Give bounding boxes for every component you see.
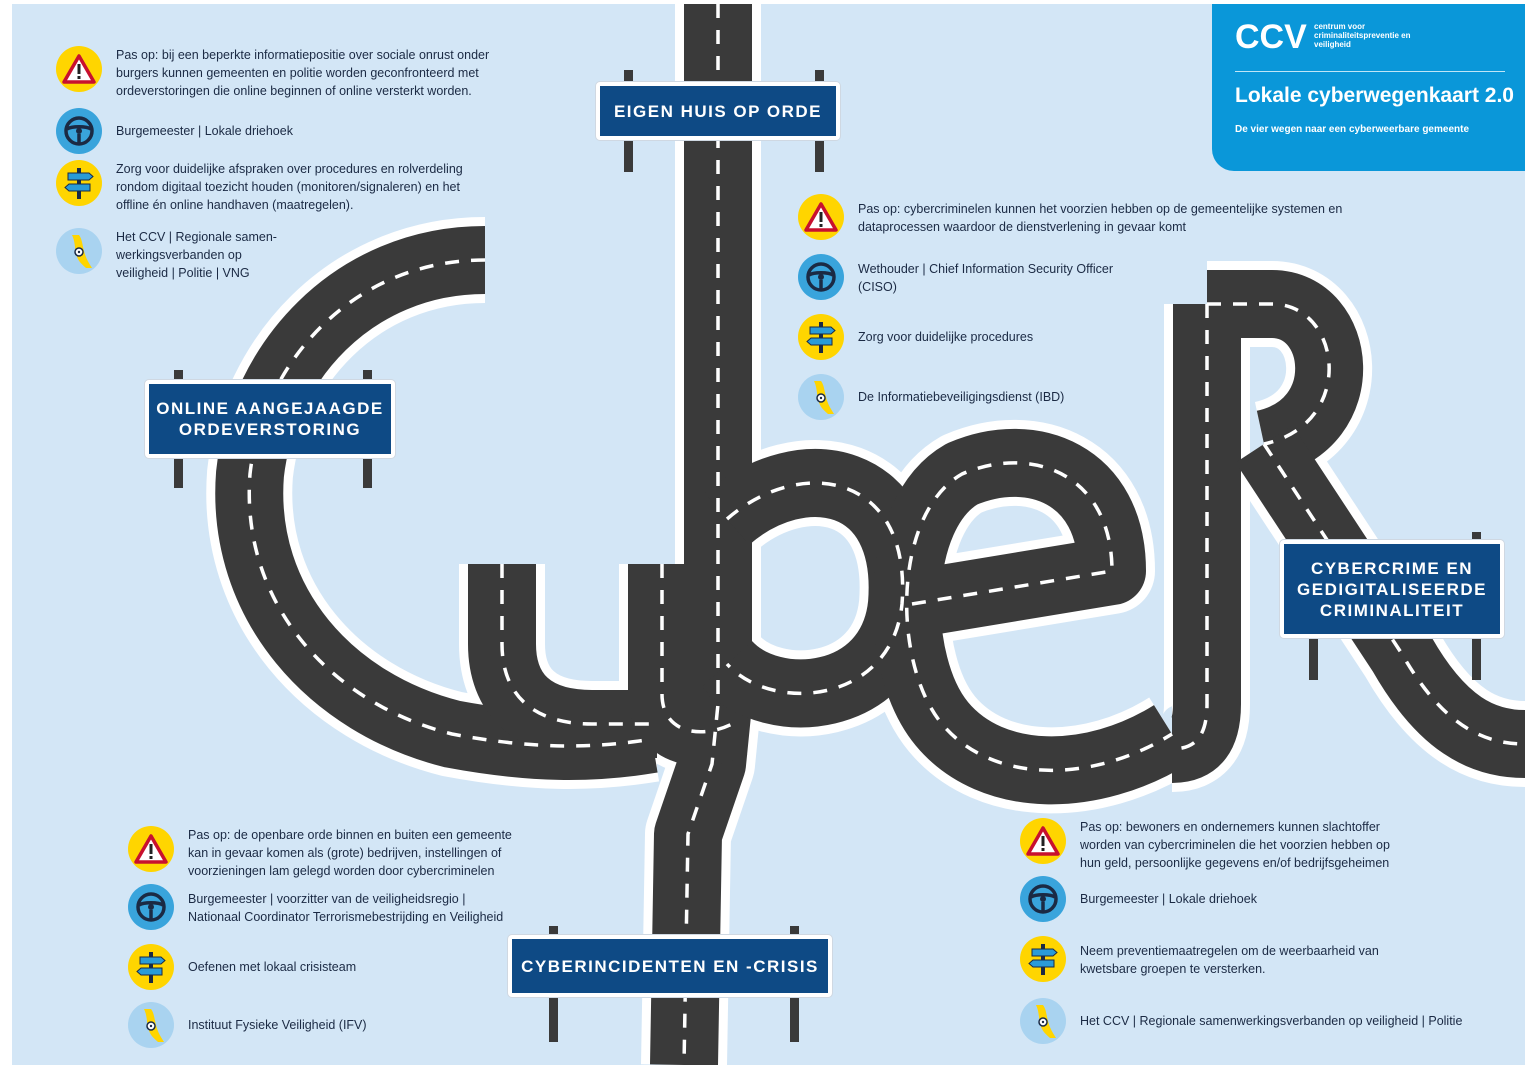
map-pin-icon — [128, 1002, 174, 1048]
steering-wheel-icon — [56, 108, 102, 154]
info-line: ordeverstoringen die online beginnen of … — [116, 84, 472, 98]
info-text: De Informatiebeveiligingsdienst (IBD) — [858, 374, 1064, 406]
info-line: Pas op: cybercriminelen kunnen het voorz… — [858, 202, 1343, 216]
info-text: Burgemeester | Lokale driehoek — [116, 108, 293, 140]
info-line: Pas op: bij een beperkte informatieposit… — [116, 48, 490, 62]
sign-online-ordeverstoring: ONLINE AANGEJAAGDE ORDEVERSTORING — [145, 380, 395, 458]
signpost-icon — [1020, 936, 1066, 982]
page-title: Lokale cyberwegenkaart 2.0 — [1235, 84, 1514, 107]
warning-triangle-icon — [798, 194, 844, 240]
info-line: Burgemeester | Lokale driehoek — [116, 124, 293, 138]
info-row-signpost: Neem preventiemaatregelen om de weerbaar… — [1020, 936, 1379, 982]
info-row-signpost: Zorg voor duidelijke afspraken over proc… — [56, 160, 463, 214]
info-line: Zorg voor duidelijke procedures — [858, 330, 1034, 344]
info-row-signpost: Oefenen met lokaal crisisteam — [128, 944, 356, 990]
info-line: voorzieningen lam gelegd worden door cyb… — [188, 864, 495, 878]
info-line: De Informatiebeveiligingsdienst (IBD) — [858, 390, 1065, 404]
info-line: Oefenen met lokaal crisisteam — [188, 960, 357, 974]
panel-eigen-huis: Pas op: cybercriminelen kunnen het voorz… — [798, 194, 1398, 420]
info-line: kan in gevaar komen als (grote) bedrijve… — [188, 846, 502, 860]
info-line: Zorg voor duidelijke afspraken over proc… — [116, 162, 463, 176]
panel-online-ordeverstoring: Pas op: bij een beperkte informatieposit… — [56, 46, 536, 286]
map-pin-icon — [56, 228, 102, 274]
organisation-name: centrum voor criminaliteitspreventie en … — [1314, 22, 1411, 49]
ccv-logo: CCV — [1235, 18, 1307, 56]
poster: CCV centrum voor criminaliteitspreventie… — [12, 4, 1525, 1065]
info-line: Instituut Fysieke Veiligheid (IFV) — [188, 1018, 367, 1032]
info-text: Pas op: de openbare orde binnen en buite… — [188, 826, 512, 880]
info-text: Neem preventiemaatregelen om de weerbaar… — [1080, 936, 1379, 978]
sign-cybercrime: CYBERCRIME EN GEDIGITALISEERDE CRIMINALI… — [1280, 540, 1504, 638]
info-line: (CISO) — [858, 280, 897, 294]
info-text: Pas op: bewoners en ondernemers kunnen s… — [1080, 818, 1390, 872]
warning-triangle-icon — [56, 46, 102, 92]
sign-cyberincidenten: CYBERINCIDENTEN EN -CRISIS — [508, 935, 832, 997]
info-line: Het CCV | Regionale samen- — [116, 230, 277, 244]
panel-cybercrime: Pas op: bewoners en ondernemers kunnen s… — [1020, 818, 1500, 1048]
info-line: rondom digitaal toezicht houden (monitor… — [116, 180, 460, 194]
info-row-warning: Pas op: bewoners en ondernemers kunnen s… — [1020, 818, 1390, 872]
info-row-warning: Pas op: cybercriminelen kunnen het voorz… — [798, 194, 1342, 240]
info-row-steering: Burgemeester | Lokale driehoek — [56, 108, 293, 154]
info-line: dataprocessen waardoor de dienstverlenin… — [858, 220, 1186, 234]
map-pin-icon — [798, 374, 844, 420]
info-row-steering: Burgemeester | Lokale driehoek — [1020, 876, 1257, 922]
info-row-steering: Burgemeester | voorzitter van de veiligh… — [128, 884, 503, 930]
info-line: hun geld, persoonlijke gegevens en/of be… — [1080, 856, 1390, 870]
brand-header: CCV centrum voor criminaliteitspreventie… — [1212, 4, 1525, 171]
info-line: werkingsverbanden op — [116, 248, 242, 262]
panel-cyberincidenten: Pas op: de openbare orde binnen en buite… — [128, 822, 548, 1052]
info-line: Het CCV | Regionale samenwerkingsverband… — [1080, 1014, 1463, 1028]
signpost-icon — [56, 160, 102, 206]
page-subtitle: De vier wegen naar een cyberweerbare gem… — [1235, 124, 1470, 135]
signpost-icon — [128, 944, 174, 990]
sign-eigen-huis-op-orde: EIGEN HUIS OP ORDE — [596, 82, 840, 140]
info-row-map: Instituut Fysieke Veiligheid (IFV) — [128, 1002, 367, 1048]
info-line: kwetsbare groepen te versterken. — [1080, 962, 1266, 976]
warning-triangle-icon — [1020, 818, 1066, 864]
info-line: Pas op: bewoners en ondernemers kunnen s… — [1080, 820, 1380, 834]
warning-triangle-icon — [128, 826, 174, 872]
info-text: Het CCV | Regionale samen-werkingsverban… — [116, 228, 277, 282]
info-text: Oefenen met lokaal crisisteam — [188, 944, 356, 976]
info-text: Het CCV | Regionale samenwerkingsverband… — [1080, 998, 1462, 1030]
info-row-map: Het CCV | Regionale samen-werkingsverban… — [56, 228, 277, 282]
info-line: Wethouder | Chief Information Security O… — [858, 262, 1113, 276]
info-text: Burgemeester | voorzitter van de veiligh… — [188, 884, 503, 926]
info-row-map: De Informatiebeveiligingsdienst (IBD) — [798, 374, 1064, 420]
info-row-warning: Pas op: bij een beperkte informatieposit… — [56, 46, 489, 100]
info-row-warning: Pas op: de openbare orde binnen en buite… — [128, 826, 512, 880]
info-text: Wethouder | Chief Information Security O… — [858, 254, 1113, 296]
info-text: Instituut Fysieke Veiligheid (IFV) — [188, 1002, 367, 1034]
info-line: Burgemeester | voorzitter van de veiligh… — [188, 892, 466, 906]
info-line: offline én online handhaven (maatregelen… — [116, 198, 354, 212]
info-line: Nationaal Coordinator Terrorismebestrijd… — [188, 910, 504, 924]
header-divider — [1235, 71, 1505, 72]
info-text: Pas op: cybercriminelen kunnen het voorz… — [858, 194, 1342, 236]
info-row-steering: Wethouder | Chief Information Security O… — [798, 254, 1113, 300]
steering-wheel-icon — [128, 884, 174, 930]
steering-wheel-icon — [798, 254, 844, 300]
signpost-icon — [798, 314, 844, 360]
info-line: Burgemeester | Lokale driehoek — [1080, 892, 1257, 906]
info-line: Neem preventiemaatregelen om de weerbaar… — [1080, 944, 1379, 958]
info-row-signpost: Zorg voor duidelijke procedures — [798, 314, 1033, 360]
info-row-map: Het CCV | Regionale samenwerkingsverband… — [1020, 998, 1462, 1044]
info-line: Pas op: de openbare orde binnen en buite… — [188, 828, 512, 842]
info-text: Burgemeester | Lokale driehoek — [1080, 876, 1257, 908]
info-line: burgers kunnen gemeenten en politie word… — [116, 66, 479, 80]
info-line: veiligheid | Politie | VNG — [116, 266, 250, 280]
steering-wheel-icon — [1020, 876, 1066, 922]
info-text: Zorg voor duidelijke procedures — [858, 314, 1033, 346]
map-pin-icon — [1020, 998, 1066, 1044]
info-line: worden van cybercriminelen die het voorz… — [1080, 838, 1390, 852]
info-text: Pas op: bij een beperkte informatieposit… — [116, 46, 489, 100]
info-text: Zorg voor duidelijke afspraken over proc… — [116, 160, 463, 214]
